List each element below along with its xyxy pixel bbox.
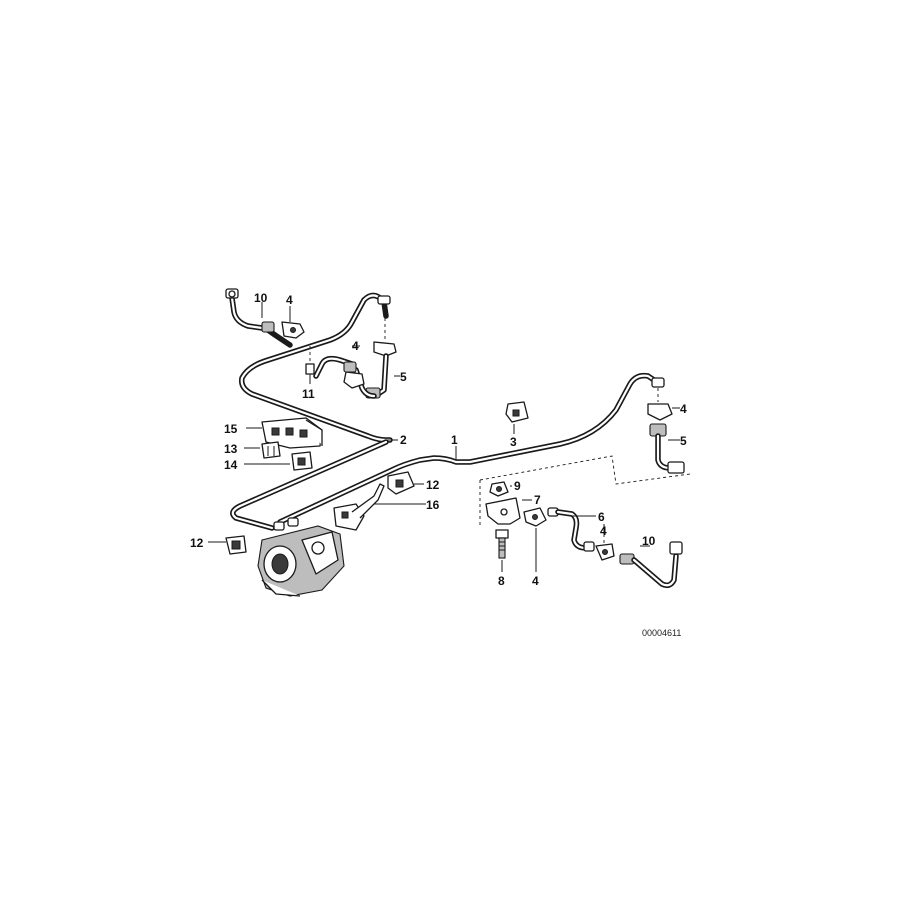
callout-7: 7 bbox=[534, 493, 541, 507]
callout-13: 13 bbox=[224, 442, 238, 456]
callout-9: 9 bbox=[514, 479, 521, 493]
callout-16: 16 bbox=[426, 498, 440, 512]
callout-4-midtop: 4 bbox=[352, 339, 359, 353]
callout-15: 15 bbox=[224, 422, 238, 436]
nut-9 bbox=[489, 481, 509, 497]
dashed-outline bbox=[479, 455, 691, 528]
callout-8: 8 bbox=[498, 574, 505, 588]
callout-12-mid: 12 bbox=[426, 478, 440, 492]
clip-3 bbox=[505, 401, 529, 423]
clip-12-left bbox=[225, 535, 247, 555]
hydraulic-unit bbox=[257, 517, 345, 597]
callout-4-lowright: 4 bbox=[600, 524, 607, 538]
hose-bracket-4-lowright bbox=[595, 534, 615, 561]
diagram-reference-number: 00004611 bbox=[642, 628, 681, 638]
pipe-clip-block-15 bbox=[261, 417, 323, 449]
bracket-16 bbox=[333, 483, 385, 531]
callout-6: 6 bbox=[598, 510, 605, 524]
callout-1: 1 bbox=[451, 433, 458, 447]
callout-12-left: 12 bbox=[190, 536, 204, 550]
callout-5-midtop: 5 bbox=[400, 370, 407, 384]
callout-11: 11 bbox=[302, 387, 315, 401]
callout-14: 14 bbox=[224, 458, 238, 472]
brake-hose-5-mid bbox=[365, 295, 397, 399]
brake-hose-10-left bbox=[225, 288, 275, 333]
clip-12-mid bbox=[387, 471, 415, 495]
callout-labels: 10 4 11 4 5 15 13 14 2 1 3 4 5 12 16 12 … bbox=[190, 291, 687, 588]
clip-13 bbox=[261, 441, 281, 459]
callout-4-right: 4 bbox=[680, 402, 687, 416]
brake-hose-5-right bbox=[647, 377, 685, 474]
callout-10-left: 10 bbox=[254, 291, 268, 305]
bracket-7 bbox=[485, 497, 521, 525]
callout-4-topleft: 4 bbox=[286, 293, 293, 307]
callout-leaders bbox=[208, 302, 680, 572]
bolt-8 bbox=[495, 529, 509, 559]
callout-5-right: 5 bbox=[680, 434, 687, 448]
brake-pipe-1 bbox=[277, 372, 663, 525]
grommet-14 bbox=[291, 451, 313, 471]
brake-pipe-2 bbox=[230, 292, 393, 531]
brake-pipe-link-mid bbox=[313, 355, 377, 399]
hose-bracket-4-topleft bbox=[281, 321, 305, 339]
callout-2: 2 bbox=[400, 433, 407, 447]
hose-bracket-4-bottom bbox=[523, 507, 547, 527]
brake-pipe-6 bbox=[547, 507, 595, 552]
brake-hose-10-right bbox=[619, 541, 683, 589]
callout-10-right: 10 bbox=[642, 534, 656, 548]
callout-3: 3 bbox=[510, 435, 517, 449]
callout-4-bottom: 4 bbox=[532, 574, 539, 588]
